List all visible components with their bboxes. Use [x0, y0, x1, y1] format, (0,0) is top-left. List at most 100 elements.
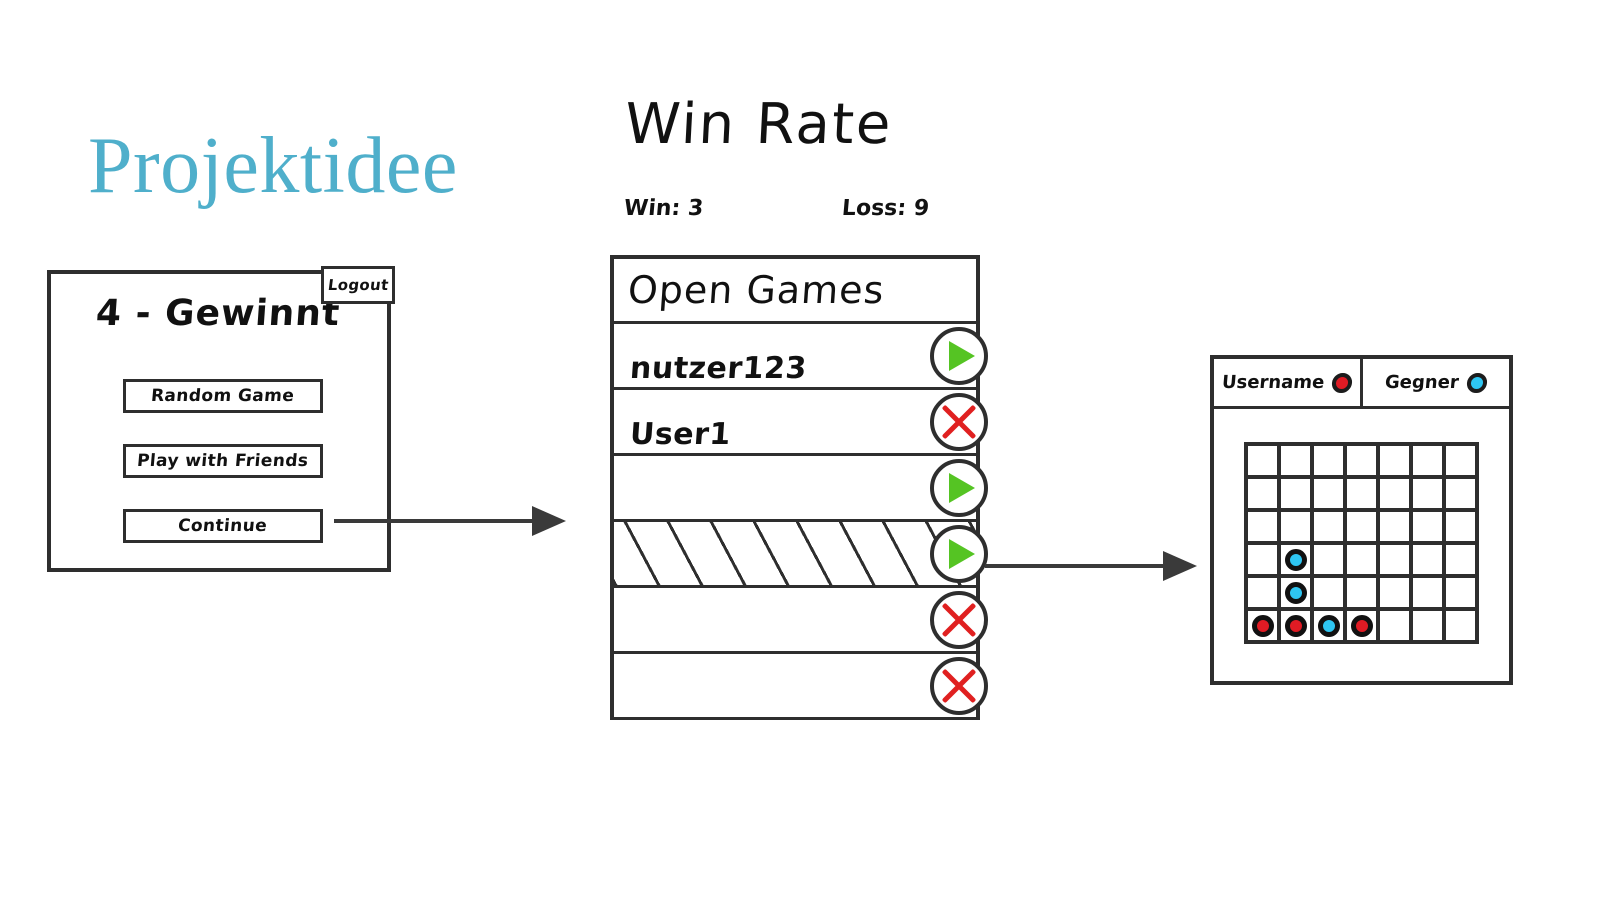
join-game-button[interactable] — [930, 458, 988, 517]
board-cell[interactable] — [1446, 512, 1479, 545]
close-icon — [939, 600, 979, 640]
continue-button-label: Continue — [177, 516, 269, 536]
board-cell[interactable] — [1380, 512, 1413, 545]
board-cell[interactable] — [1380, 446, 1413, 479]
board-cell[interactable] — [1248, 446, 1281, 479]
cancel-game-button[interactable] — [930, 590, 988, 649]
board-cell[interactable] — [1446, 479, 1479, 512]
game-list-item-username: User1 — [628, 417, 732, 452]
board-cell[interactable] — [1380, 479, 1413, 512]
board-cell[interactable] — [1413, 611, 1446, 644]
logout-button-label: Logout — [326, 276, 390, 294]
board-cell[interactable] — [1281, 545, 1314, 578]
opponent-cell: Gegner — [1363, 359, 1509, 406]
player-cell: Username — [1214, 359, 1363, 406]
board-cell[interactable] — [1281, 446, 1314, 479]
cancel-game-button[interactable] — [930, 392, 988, 451]
open-games-heading: Open Games — [626, 268, 887, 312]
game-list-item[interactable] — [614, 453, 988, 519]
arrow-shaft — [985, 564, 1163, 568]
board-cell[interactable] — [1314, 578, 1347, 611]
arrow-head — [532, 506, 566, 536]
loss-count-label: Loss: 9 — [840, 196, 931, 221]
board-cell[interactable] — [1248, 611, 1281, 644]
play-icon — [949, 472, 975, 503]
continue-button[interactable]: Continue — [123, 509, 323, 543]
join-game-button[interactable] — [930, 524, 988, 583]
board-cell[interactable] — [1281, 479, 1314, 512]
play-icon — [949, 340, 975, 371]
game-board-panel: Username Gegner — [1210, 355, 1513, 685]
win-rate-title: Win Rate — [623, 92, 895, 157]
board-cell[interactable] — [1380, 611, 1413, 644]
opponent-color-chip-icon — [1466, 372, 1488, 393]
cancel-game-button[interactable] — [930, 656, 988, 715]
board-cell[interactable] — [1347, 446, 1380, 479]
play-icon — [949, 538, 975, 569]
arrow-right-icon-lobby-to-board — [985, 551, 1197, 581]
cyan-disc-icon — [1317, 614, 1340, 637]
board-cell[interactable] — [1413, 578, 1446, 611]
close-icon — [939, 666, 979, 706]
board-cell[interactable] — [1413, 545, 1446, 578]
game-list-item[interactable] — [614, 519, 988, 585]
board-cell[interactable] — [1347, 512, 1380, 545]
board-cell[interactable] — [1347, 611, 1380, 644]
board-cell[interactable] — [1314, 479, 1347, 512]
board-cell[interactable] — [1347, 545, 1380, 578]
board-cell[interactable] — [1347, 479, 1380, 512]
board-cell[interactable] — [1281, 611, 1314, 644]
board-cell[interactable] — [1446, 611, 1479, 644]
board-cell[interactable] — [1413, 446, 1446, 479]
close-icon — [939, 402, 979, 442]
red-disc-icon — [1350, 614, 1373, 637]
board-cell[interactable] — [1248, 578, 1281, 611]
board-cell[interactable] — [1413, 479, 1446, 512]
logout-button[interactable]: Logout — [321, 266, 395, 304]
page-title: Projektidee — [88, 122, 458, 210]
play-with-friends-button[interactable]: Play with Friends — [123, 444, 323, 478]
menu-heading: 4 - Gewinnt — [94, 293, 342, 334]
cyan-disc-icon — [1284, 548, 1307, 571]
board-cell[interactable] — [1446, 446, 1479, 479]
board-cell[interactable] — [1248, 545, 1281, 578]
win-count-label: Win: 3 — [622, 196, 705, 221]
cyan-disc-icon — [1284, 581, 1307, 604]
game-list-item[interactable] — [614, 651, 988, 717]
menu-screen-panel: 4 - Gewinnt Logout Random Game Play with… — [47, 266, 395, 572]
player-name-label: Username — [1220, 372, 1326, 393]
board-cell[interactable] — [1248, 479, 1281, 512]
board-cell[interactable] — [1281, 578, 1314, 611]
red-disc-icon — [1284, 614, 1307, 637]
random-game-button-label: Random Game — [150, 386, 296, 406]
game-list-item[interactable] — [614, 585, 988, 651]
board-cell[interactable] — [1314, 446, 1347, 479]
arrow-head — [1163, 551, 1197, 581]
join-game-button[interactable] — [930, 326, 988, 385]
play-with-friends-button-label: Play with Friends — [136, 451, 310, 471]
board-cell[interactable] — [1380, 545, 1413, 578]
game-list-item-username: nutzer123 — [628, 351, 809, 386]
board-cell[interactable] — [1446, 578, 1479, 611]
board-cell[interactable] — [1314, 545, 1347, 578]
board-cell[interactable] — [1446, 545, 1479, 578]
board-cell[interactable] — [1347, 578, 1380, 611]
board-cell[interactable] — [1248, 512, 1281, 545]
game-list-item[interactable]: nutzer123 — [614, 321, 988, 387]
arrow-right-icon-menu-to-lobby — [334, 506, 566, 536]
red-disc-icon — [1251, 614, 1274, 637]
player-color-chip-icon — [1331, 372, 1354, 393]
connect-four-grid[interactable] — [1244, 442, 1479, 644]
board-cell[interactable] — [1413, 512, 1446, 545]
random-game-button[interactable]: Random Game — [123, 379, 323, 413]
board-cell[interactable] — [1380, 578, 1413, 611]
board-cell[interactable] — [1281, 512, 1314, 545]
board-cell[interactable] — [1314, 611, 1347, 644]
board-cell[interactable] — [1314, 512, 1347, 545]
opponent-name-label: Gegner — [1384, 372, 1460, 393]
arrow-shaft — [334, 519, 532, 523]
game-list-item[interactable]: User1 — [614, 387, 988, 453]
